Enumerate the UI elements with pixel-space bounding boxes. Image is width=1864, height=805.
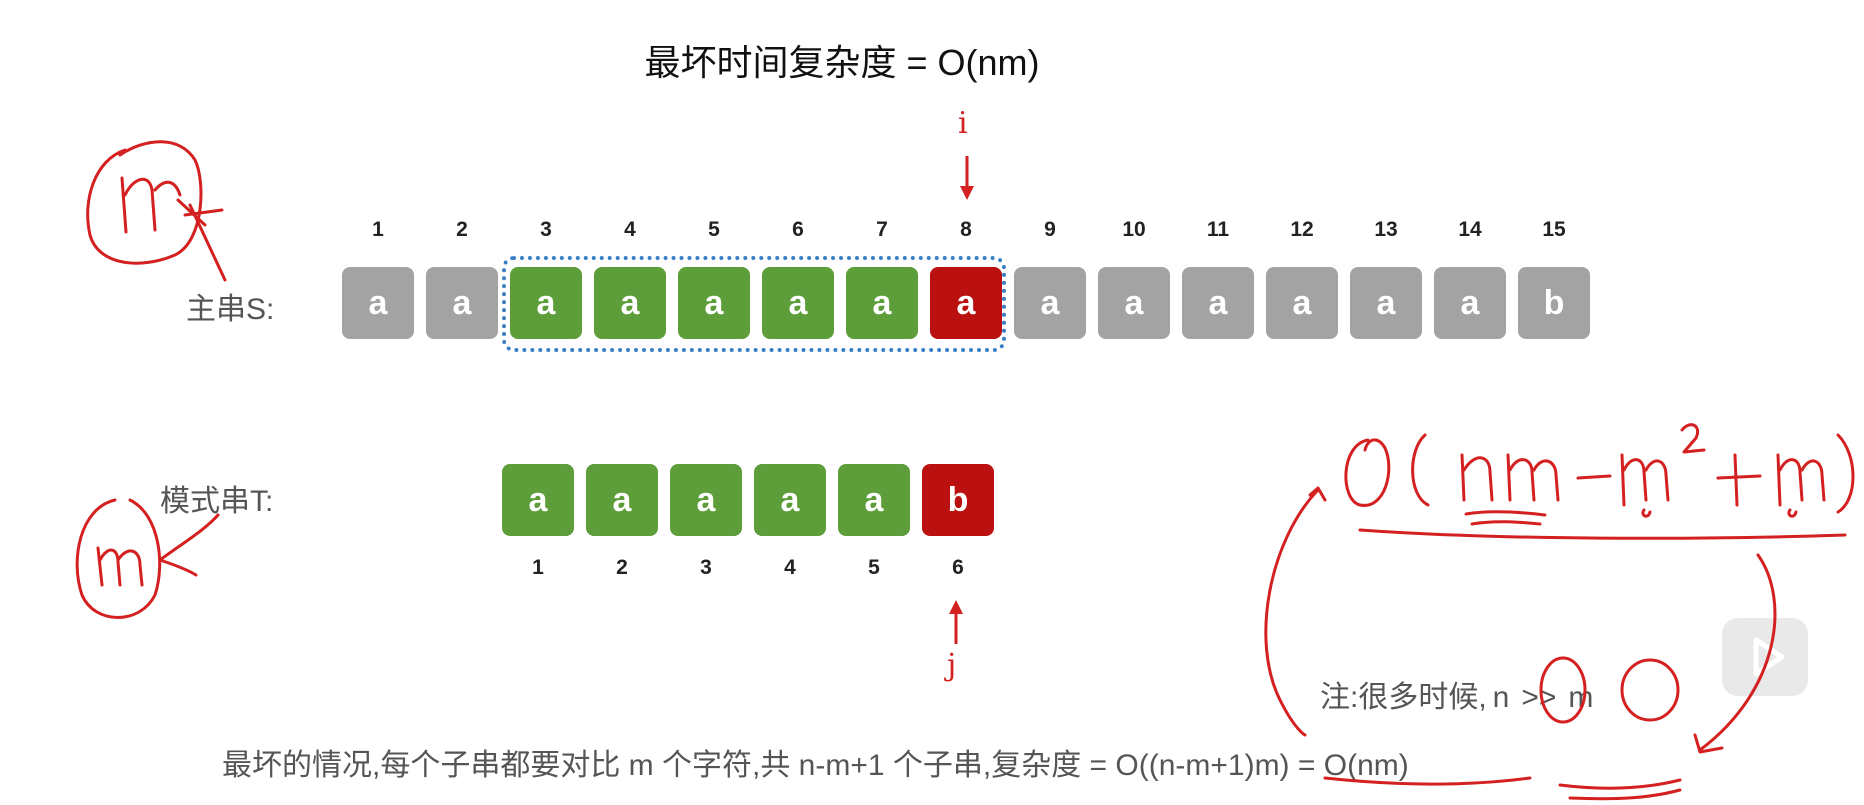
handwritten-complexity-formula: [1344, 423, 1855, 540]
pointer-i-label: i: [958, 106, 968, 141]
pattern-string-cell-4: a: [754, 464, 826, 536]
note-prefix: 注:很多时候,: [1320, 681, 1487, 714]
main-string-index-10: 10: [1122, 218, 1146, 241]
pattern-string-cell-2: a: [586, 464, 658, 536]
main-string-index-9: 9: [1044, 218, 1056, 241]
bottom-explanation: 最坏的情况,每个子串都要对比 m 个字符,共 n-m+1 个子串,复杂度 = O…: [222, 749, 1409, 782]
main-string-cell-12: a: [1266, 267, 1338, 339]
matching-window-highlight: [502, 256, 1006, 352]
main-string-cell-7: a: [846, 267, 918, 339]
main-string-cell-1: a: [342, 267, 414, 339]
main-string-index-5: 5: [708, 218, 720, 241]
note-n: n: [1492, 681, 1510, 714]
main-string-index-1: 1: [372, 218, 384, 241]
page-title: 最坏时间复杂度 = O(nm): [644, 42, 1040, 83]
pattern-string-index-4: 4: [784, 556, 796, 579]
main-string-cell-9: a: [1014, 267, 1086, 339]
pattern-string-cell-5: a: [838, 464, 910, 536]
main-string-cell-10: a: [1098, 267, 1170, 339]
pattern-string-index-6: 6: [952, 556, 964, 579]
handwritten-m-circle: [75, 498, 220, 619]
main-string-index-7: 7: [876, 218, 888, 241]
handwritten-n-circle: [86, 140, 227, 282]
pattern-string-index-2: 2: [616, 556, 628, 579]
main-string-index-2: 2: [456, 218, 468, 241]
main-string-cell-3: a: [510, 267, 582, 339]
main-string-cell-2: a: [426, 267, 498, 339]
main-string-label: 主串S:: [186, 293, 275, 326]
pattern-string-index-1: 1: [532, 556, 544, 579]
pointer-j-label: j: [947, 648, 957, 683]
play-icon: [1753, 637, 1785, 677]
main-string-cell-4: a: [594, 267, 666, 339]
pattern-string-index-5: 5: [868, 556, 880, 579]
handwritten-underlines: [1323, 776, 1682, 801]
main-string-index-3: 3: [540, 218, 552, 241]
main-string-index-12: 12: [1290, 218, 1314, 241]
main-string-cell-13: a: [1350, 267, 1422, 339]
pattern-string-cell-1: a: [502, 464, 574, 536]
handwritten-note-circles: [1539, 656, 1680, 724]
pattern-string-label: 模式串T:: [160, 485, 274, 518]
main-string-cell-6: a: [762, 267, 834, 339]
note-text: 注:很多时候,n>>m: [1320, 672, 1593, 716]
main-string-cell-8: a: [930, 267, 1002, 339]
pattern-string-indices: 1 2 3 4 5 6: [502, 556, 994, 580]
main-string-index-15: 15: [1542, 218, 1566, 241]
pattern-string-index-3: 3: [700, 556, 712, 579]
handwritten-brace-arrow: [1264, 486, 1777, 754]
play-button[interactable]: [1722, 618, 1808, 696]
main-string-cell-14: a: [1434, 267, 1506, 339]
main-string-index-8: 8: [960, 218, 972, 241]
pattern-string-cell-3: a: [670, 464, 742, 536]
main-string-index-13: 13: [1374, 218, 1398, 241]
main-string-index-4: 4: [624, 218, 636, 241]
note-op: >>: [1521, 681, 1557, 714]
main-string-index-14: 14: [1458, 218, 1482, 241]
pattern-string-cell-6: b: [922, 464, 994, 536]
main-string-cell-15: b: [1518, 267, 1590, 339]
main-string-cell-11: a: [1182, 267, 1254, 339]
main-string-index-6: 6: [792, 218, 804, 241]
main-string-cell-5: a: [678, 267, 750, 339]
main-string-index-11: 11: [1206, 218, 1230, 241]
